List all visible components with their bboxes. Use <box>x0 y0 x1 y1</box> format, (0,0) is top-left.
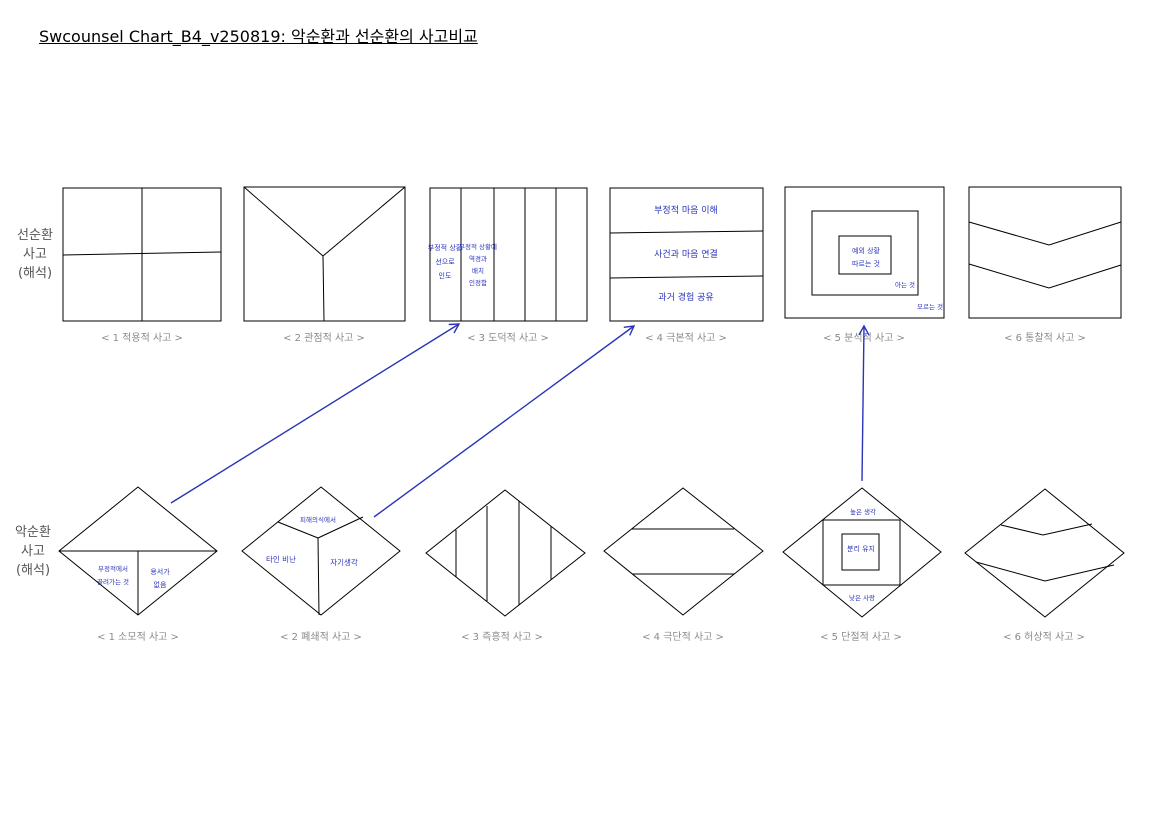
bottom-figure-1 <box>58 486 218 616</box>
note-t5-outer: 모르는 것 <box>917 302 943 311</box>
note-t5-inner-l2: 따르는 것 <box>852 259 880 268</box>
bottom-figure-2 <box>241 486 401 616</box>
row-label-bottom-line3: (해석) <box>15 563 51 578</box>
note-b1-left-l1: 부정적에서 <box>98 564 128 573</box>
note-t4-r1: 부정적 마음 이해 <box>654 204 718 216</box>
row-label-bottom-line1: 악순환 <box>15 525 51 540</box>
row-label-top-line3: (해석) <box>17 266 53 281</box>
note-b1-right-l2: 없음 <box>154 581 167 589</box>
note-b5-bottom: 낮은 사랑 <box>849 593 875 602</box>
bottom-caption-5: < 5 단절적 사고 > <box>820 630 902 643</box>
bottom-caption-6: < 6 허상적 사고 > <box>1003 631 1085 643</box>
arrow-2-to-4 <box>373 325 636 518</box>
top-caption-3: < 3 도덕적 사고 > <box>467 332 549 344</box>
note-b2-left: 타인 비난 <box>266 554 296 564</box>
note-t3-c1-l1: 부정적 상황 <box>428 243 463 252</box>
top-caption-6: < 6 통찰적 사고 > <box>1004 332 1086 344</box>
bottom-caption-4: < 4 극단적 사고 > <box>642 631 724 643</box>
top-figure-2 <box>243 186 406 322</box>
note-t4-r3: 과거 경험 공유 <box>658 291 713 303</box>
bottom-caption-2: < 2 폐쇄적 사고 > <box>280 631 362 643</box>
top-figure-5 <box>784 186 945 319</box>
note-b2-right: 자기생각 <box>330 557 358 567</box>
row-label-top: 선순환 사고 (해석) <box>5 226 65 283</box>
row-label-top-line2: 사고 <box>23 247 47 262</box>
arrow-5-to-5 <box>858 324 870 482</box>
bottom-figure-4 <box>603 487 764 616</box>
top-caption-1: < 1 적용적 사고 > <box>101 332 183 344</box>
arrow-1-to-3 <box>170 323 461 504</box>
note-b2-top: 피해의식에서 <box>300 515 336 524</box>
top-figure-3 <box>429 187 588 322</box>
note-t3-c1-l3: 인도 <box>439 271 452 280</box>
note-t3-c2-l1: 부정적 상황에 <box>459 242 497 251</box>
top-figure-6 <box>968 186 1122 319</box>
row-label-bottom: 악순환 사고 (해석) <box>3 523 63 580</box>
note-t3-c2-l2: 역경과 <box>469 254 487 263</box>
bottom-caption-1: < 1 소모적 사고 > <box>97 631 179 643</box>
bottom-figure-5 <box>782 487 942 618</box>
top-figure-1 <box>62 187 222 322</box>
note-t4-r2: 사건과 마음 연결 <box>654 249 718 260</box>
top-caption-4: < 4 극본적 사고 > <box>645 332 727 344</box>
note-b1-right-l1: 용서가 <box>150 567 170 576</box>
row-label-top-line1: 선순환 <box>17 228 53 243</box>
note-t5-inner-l1: 예외 상황 <box>852 246 881 255</box>
note-b5-top: 높은 생각 <box>850 507 876 516</box>
bottom-caption-3: < 3 즉흥적 사고 > <box>461 630 543 643</box>
page-title: Swcounsel Chart_B4_v250819: 악순환과 선순환의 사고… <box>39 27 478 46</box>
note-b5-center: 분리 유지 <box>847 544 875 553</box>
note-t3-c1-l2: 선으로 <box>435 257 455 266</box>
top-figure-4 <box>609 187 764 322</box>
note-t3-c2-l3: 배치 <box>472 266 484 275</box>
bottom-figure-6 <box>964 488 1125 618</box>
top-caption-2: < 2 관점적 사고 > <box>283 332 365 344</box>
note-t3-c2-l4: 인정함 <box>469 278 487 287</box>
note-b1-left-l2: 끌려가는 것 <box>97 577 129 586</box>
bottom-figure-3 <box>425 489 586 617</box>
note-t5-mid: 아는 것 <box>895 280 915 289</box>
row-label-bottom-line2: 사고 <box>21 544 45 559</box>
